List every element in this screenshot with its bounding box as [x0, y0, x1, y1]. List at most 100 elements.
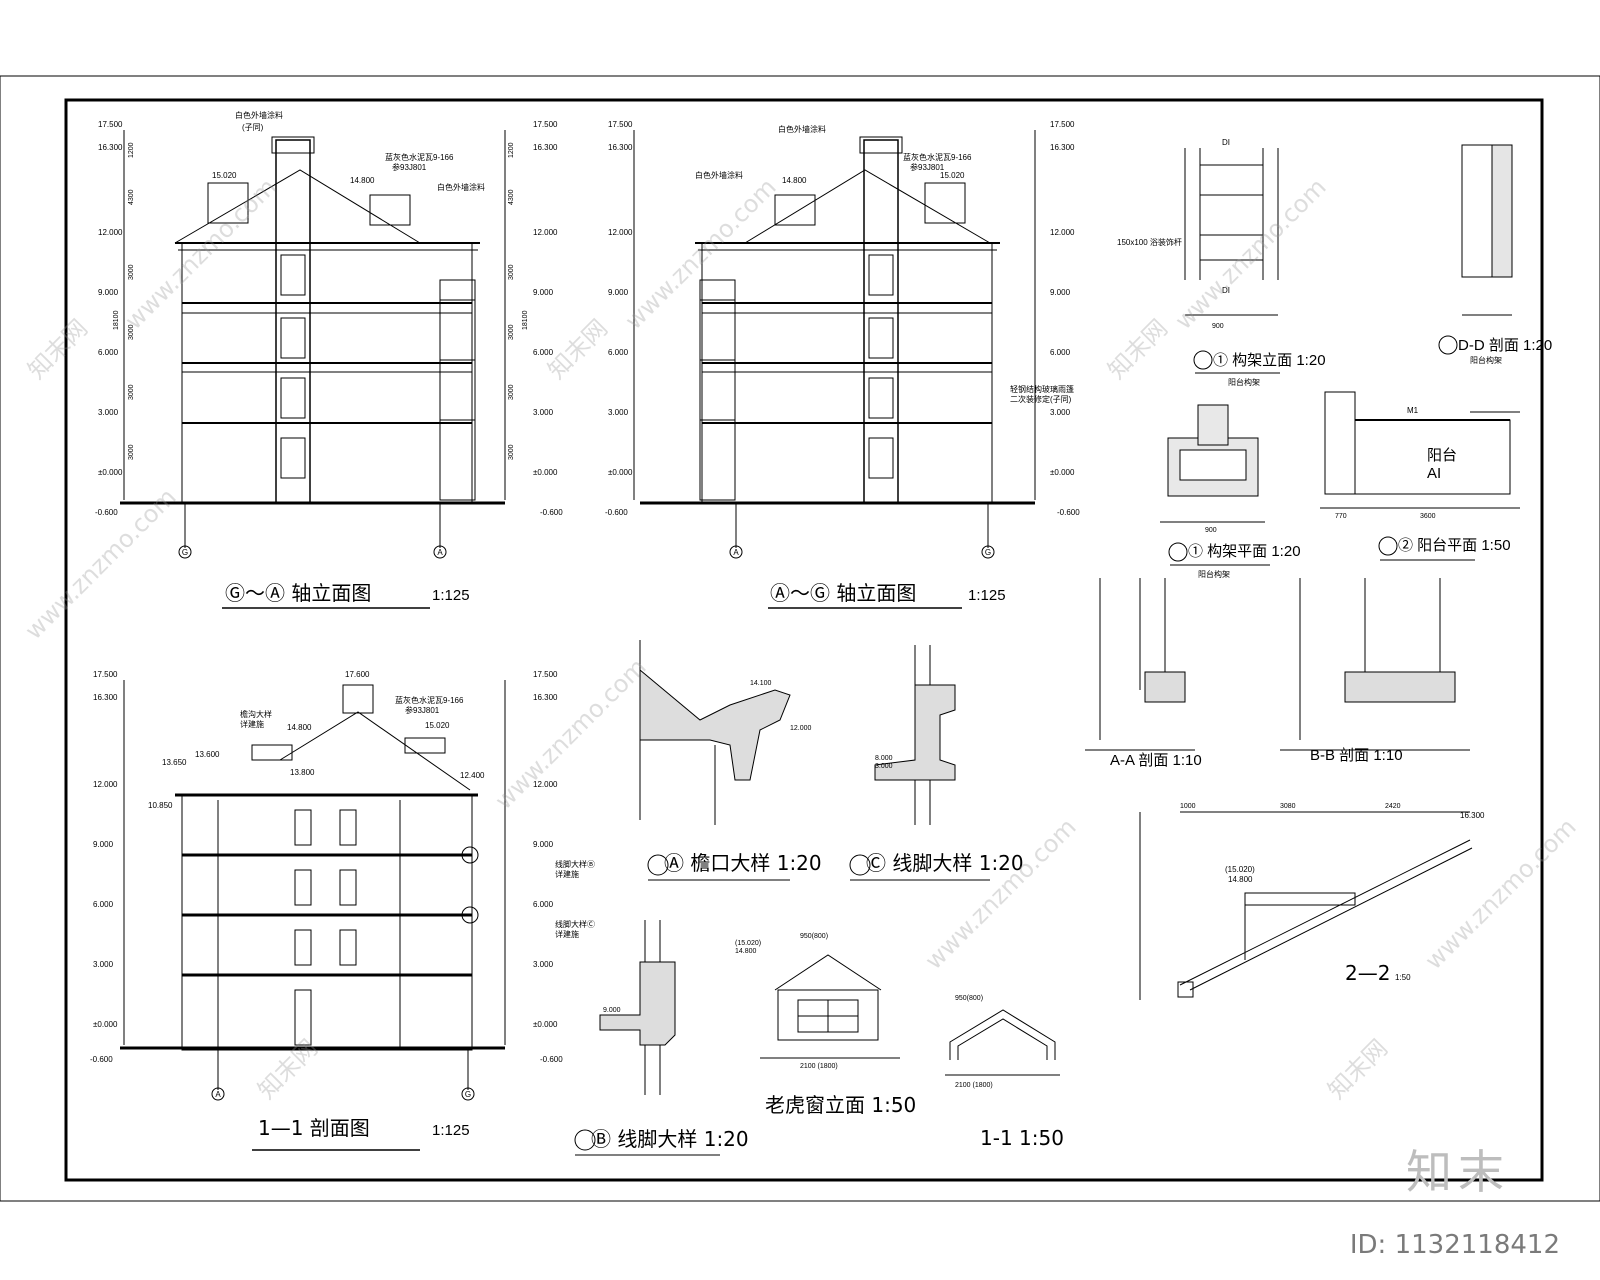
balcony-dim: 3600	[1420, 513, 1436, 520]
level-label: 3.000	[98, 408, 119, 417]
molding-c-note: 线脚大样Ⓒ	[555, 919, 595, 929]
dim-label: 1200	[128, 142, 135, 158]
level-label: 17.500	[533, 670, 558, 679]
axis-g-label: G	[465, 1090, 471, 1099]
section-11-scale: 1:125	[432, 1122, 470, 1139]
level-label: 9.000	[1050, 288, 1071, 297]
sec-15020: 15.020	[425, 721, 450, 730]
molding-b-note: 线脚大样Ⓑ	[555, 859, 595, 869]
ga-elev-14800: 14.800	[350, 176, 375, 185]
detail-b-molding	[574, 920, 720, 1156]
dim-label: 18100	[113, 310, 120, 330]
eave-detail-note: 檐沟大样	[240, 709, 272, 719]
balcony-plan	[1320, 391, 1520, 561]
level-label: 16.300	[533, 693, 558, 702]
sec-12400: 12.400	[460, 771, 485, 780]
dim-label: 18100	[522, 310, 529, 330]
level-label: 9.000	[608, 288, 629, 297]
dormer-dim: (15.020)	[735, 940, 761, 947]
level-label: 6.000	[98, 348, 119, 357]
elevation-ag-scale: 1:125	[968, 587, 1006, 604]
detail-c-title: Ⓒ 线脚大样 1:20	[866, 851, 1024, 875]
section-22-title: 2—2	[1345, 961, 1390, 985]
section-1-1	[120, 680, 506, 1151]
level-label: 6.000	[533, 900, 554, 909]
detail-a-title: Ⓐ 檐口大样 1:20	[664, 851, 822, 875]
elevation-ga-title: Ⓖ～Ⓐ 轴立面图	[225, 581, 371, 605]
dim-label: 4300	[128, 189, 135, 205]
level-label: -0.600	[540, 508, 563, 517]
level-label: ±0.000	[93, 1020, 118, 1029]
roof-tile-note-sub: 参93J801	[405, 705, 440, 715]
ag-levels: 17.500 16.300 12.000 9.000 6.000 3.000 ±…	[605, 120, 1080, 517]
section-22-scale: 1:50	[1395, 973, 1411, 982]
sheet-inner-border	[64, 98, 1544, 1182]
level-label: 16.300	[533, 143, 558, 152]
frame-plan-dim: 900	[1205, 527, 1217, 534]
sec22-dim: 2420	[1385, 803, 1401, 810]
level-label: 9.000	[533, 840, 554, 849]
balcony-label: 阳台	[1427, 447, 1457, 464]
level-label: 17.500	[1050, 120, 1075, 129]
elevation-ga	[120, 130, 506, 609]
detail-a-dim: 12.000	[790, 725, 812, 732]
roof-tile-note-sub: 参93J801	[910, 162, 945, 172]
level-label: -0.600	[1057, 508, 1080, 517]
axis-g-label: G	[985, 548, 991, 557]
roof-tile-note: 蓝灰色水泥瓦9-166	[903, 152, 972, 162]
see-detail-note: 详建施	[555, 869, 579, 879]
level-label: 12.000	[1050, 228, 1075, 237]
sec22-dim: 1000	[1180, 803, 1196, 810]
dim-label: 3000	[508, 324, 515, 340]
level-label: 9.000	[93, 840, 114, 849]
ga-elev-15020: 15.020	[212, 171, 237, 180]
roof-tile-note-sub: 参93J801	[392, 162, 427, 172]
sec-17600: 17.600	[345, 670, 370, 679]
level-label: ±0.000	[98, 468, 123, 477]
image-id-label: ID: 1132118412	[1349, 1230, 1560, 1260]
section-11-title: 1—1 剖面图	[258, 1116, 370, 1140]
dim-label: 3000	[508, 444, 515, 460]
white-paint-note: 白色外墙涂料	[778, 124, 826, 134]
sec-14800: 14.800	[287, 723, 312, 732]
steel-canopy-note: 轻钢结构玻璃雨篷	[1010, 384, 1074, 394]
sec-13600: 13.600	[195, 750, 220, 759]
frame-elevation	[1184, 148, 1280, 374]
dim-label: 3000	[128, 444, 135, 460]
detail-b-title: Ⓑ 线脚大样 1:20	[591, 1127, 749, 1151]
level-label: ±0.000	[1050, 468, 1075, 477]
ag-elev-15020: 15.020	[940, 171, 965, 180]
white-paint-note: 白色外墙涂料	[235, 110, 283, 120]
detail-c-dim: 8.000	[875, 755, 893, 762]
level-label: 17.500	[98, 120, 123, 129]
frame-elevation-sub: 阳台构架	[1228, 377, 1260, 387]
ga-levels-left: 17.500 16.300 12.000 9.000 6.000 3.000 ±…	[95, 120, 563, 517]
level-label: 12.000	[608, 228, 633, 237]
level-label: 12.000	[93, 780, 118, 789]
dd-section-sub: 阳台构架	[1470, 355, 1502, 365]
sec-13650: 13.650	[162, 758, 187, 767]
level-label: -0.600	[95, 508, 118, 517]
dormer-section-title: 1-1 1:50	[980, 1126, 1064, 1150]
detail-c-dim: 3.000	[875, 763, 893, 770]
balcony-dim: 770	[1335, 513, 1347, 520]
door-m1-label: M1	[1407, 406, 1419, 415]
level-label: -0.600	[90, 1055, 113, 1064]
level-label: 17.500	[608, 120, 633, 129]
dormer-section	[945, 1009, 1060, 1076]
steel-canopy-note-sub: 二次装修定(子同)	[1010, 394, 1072, 404]
section-levels: 17.500 16.300 12.000 9.000 6.000 3.000 ±…	[90, 670, 563, 1064]
ga-dims: 1200 4300 3000 18100 3000 3000 3000 1200…	[113, 142, 529, 460]
level-label: 17.500	[93, 670, 118, 679]
frame-di-label: DI	[1222, 286, 1230, 295]
frame-dim: 900	[1212, 323, 1224, 330]
roof-tile-note: 蓝灰色水泥瓦9-166	[395, 695, 464, 705]
level-label: 3.000	[608, 408, 629, 417]
white-paint-note-2: 白色外墙涂料	[695, 170, 743, 180]
elevation-ag-title: Ⓐ～Ⓖ 轴立面图	[770, 581, 916, 605]
level-label: ±0.000	[533, 468, 558, 477]
level-label: 17.500	[533, 120, 558, 129]
ag-elev-14800: 14.800	[782, 176, 807, 185]
dim-label: 3000	[128, 384, 135, 400]
see-detail-note: 详建施	[555, 929, 579, 939]
